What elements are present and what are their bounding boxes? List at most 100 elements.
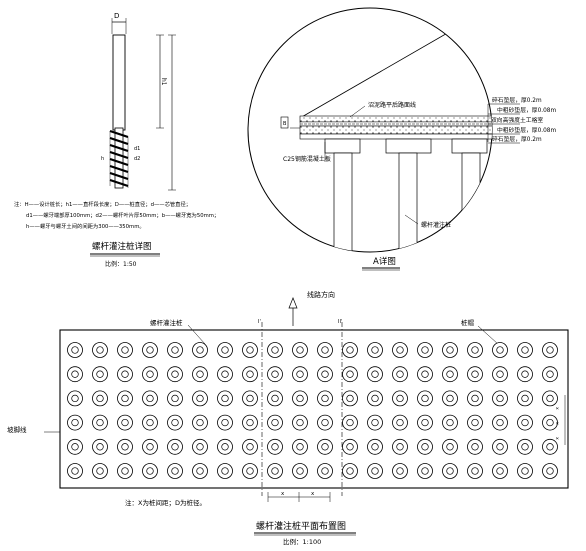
pile-symbol: [142, 438, 158, 455]
pile-symbol: [492, 463, 508, 479]
pile-detail: D h1 d1 d2 h 注：H——设计桩长；h1——直杆段长度；D——桩直径；…: [14, 12, 219, 268]
pile-symbol: [167, 342, 183, 358]
pile-symbol: [417, 366, 433, 383]
pile-symbol: [67, 366, 83, 383]
pile-symbol: [542, 438, 558, 455]
pile-symbol: [542, 463, 558, 479]
pile-symbol: [242, 390, 258, 407]
pile-symbol: [392, 438, 408, 455]
pile-symbol: [217, 366, 233, 383]
pile-symbol: [417, 438, 433, 455]
pile-symbol: [67, 390, 83, 407]
pile-symbol: [517, 342, 533, 358]
pile-symbol: [492, 414, 508, 431]
pile-screw-section: [109, 127, 129, 189]
pile-symbol: [267, 463, 283, 479]
pile-symbol: [317, 366, 333, 383]
pile-symbol: [367, 463, 383, 479]
pile-symbol: [367, 438, 383, 455]
plan-label-slope: 坡脚线: [7, 425, 27, 434]
pile-symbol: [192, 414, 208, 431]
spacing-x2: x: [311, 491, 315, 497]
pile-symbol: [442, 342, 458, 358]
pile-symbol: [367, 366, 383, 383]
right-dim-2: x: [554, 422, 559, 425]
pile-symbol: [92, 342, 108, 358]
pile-note-line-1: 注：H——设计桩长；h1——直杆段长度；D——桩直径；d——芯管直径；: [14, 200, 191, 208]
pile-symbol: [392, 414, 408, 431]
plan-label-pile: 螺杆灌注桩: [150, 318, 183, 327]
pile-symbol: [267, 366, 283, 383]
pile-symbol: [242, 463, 258, 479]
pile-symbol: [217, 414, 233, 431]
pile-symbol: [417, 342, 433, 358]
layer-label-4: 中粗砂垫层，厚0.08m: [497, 126, 556, 134]
layer-label-2: 中粗砂垫层，厚0.08m: [497, 106, 556, 114]
right-dim-1: x: [554, 407, 559, 410]
pile-symbol: [492, 390, 508, 407]
layer-label-5: 碎石垫层，厚0.2m: [492, 135, 542, 143]
label-c25-slab: C25钢筋混凝土板: [283, 155, 331, 163]
pile-symbol: [317, 438, 333, 455]
pile-symbol: [217, 342, 233, 358]
pile-symbol: [267, 342, 283, 358]
pile-symbol: [67, 414, 83, 431]
pile-symbol: [342, 438, 358, 455]
pile-symbol: [442, 414, 458, 431]
pile-symbol: [442, 438, 458, 455]
pile-symbol: [292, 390, 308, 407]
pile-symbol: [92, 438, 108, 455]
pile-symbol: [392, 463, 408, 479]
pile-symbol: [342, 366, 358, 383]
pile-symbol: [392, 342, 408, 358]
pile-symbol: [217, 463, 233, 479]
section-right-label: II': [338, 319, 342, 325]
pile-symbol: [442, 463, 458, 479]
pile-symbol: [442, 366, 458, 383]
pile-symbol: [92, 366, 108, 383]
pile-symbol: [392, 390, 408, 407]
pile-symbol: [367, 342, 383, 358]
pile-symbol: [492, 366, 508, 383]
pile-symbol: [192, 390, 208, 407]
pile-symbol: [517, 463, 533, 479]
pile-symbol: [267, 438, 283, 455]
pile-symbol: [317, 342, 333, 358]
pile-symbol: [242, 414, 258, 431]
pile-symbol: [267, 414, 283, 431]
pile-symbol: [342, 414, 358, 431]
pile-symbol: [292, 463, 308, 479]
pile-symbol: [467, 414, 483, 431]
pile-symbol: [192, 463, 208, 479]
pile-symbol: [117, 414, 133, 431]
pile-symbol: [142, 342, 158, 358]
pile-grid: [67, 342, 558, 479]
pile-symbol: [342, 463, 358, 479]
pile-symbol: [142, 463, 158, 479]
pile-symbol: [217, 438, 233, 455]
pile-symbol: [242, 366, 258, 383]
pile-symbol: [317, 390, 333, 407]
pile-symbol: [467, 463, 483, 479]
dim-d-label: D: [114, 12, 119, 20]
plan-frame: [59, 329, 569, 489]
pile-symbol: [292, 366, 308, 383]
dim-d2-label: d2: [134, 156, 140, 162]
pile-symbol: [542, 366, 558, 383]
dim-h-small-label: h: [101, 156, 104, 162]
pile-symbol: [417, 463, 433, 479]
pile-symbol: [292, 414, 308, 431]
pile-detail-scale: 比例：1:50: [105, 260, 137, 268]
pile-symbol: [417, 390, 433, 407]
spacing-x1: x: [281, 491, 285, 497]
pile-note-line-3: h——螺牙与螺牙土间的间距为300——350mm。: [26, 222, 145, 230]
pile-symbol: [367, 414, 383, 431]
pile-symbol: [492, 342, 508, 358]
pile-symbol: [167, 390, 183, 407]
pile-note-line-2: d1——螺牙端部厚100mm；d2——螺杆叶片厚50mm；b——螺牙宽为50mm…: [26, 211, 219, 219]
pile-symbol: [442, 390, 458, 407]
pile-symbol: [342, 342, 358, 358]
pile-symbol: [467, 366, 483, 383]
pile-symbol: [367, 390, 383, 407]
